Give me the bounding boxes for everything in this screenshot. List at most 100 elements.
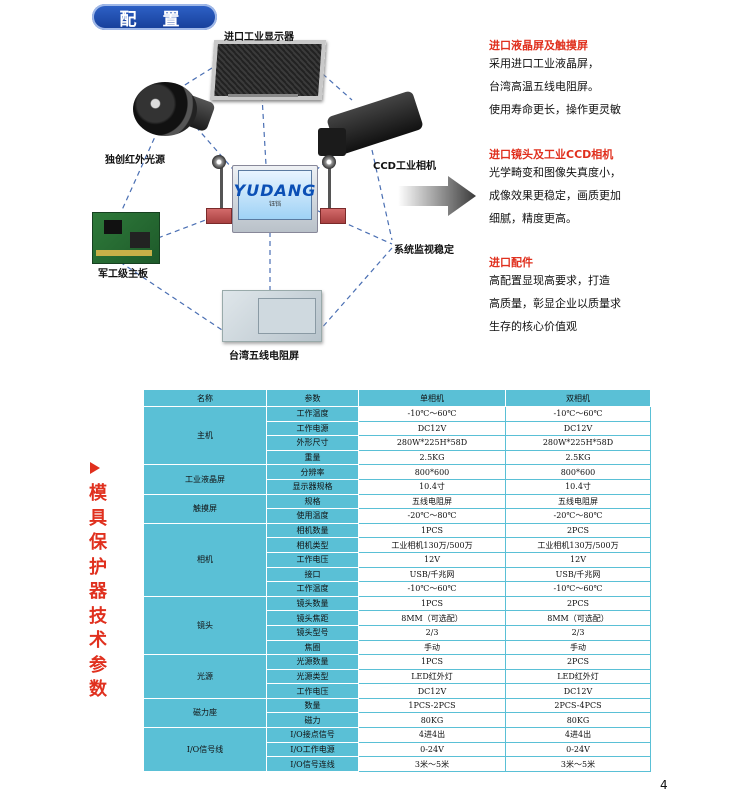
feature-line: 采用进口工业液晶屏， [489, 57, 599, 70]
section-title-pill: 配 置 [92, 4, 217, 30]
single-cell: 2.5KG [358, 449, 506, 466]
single-cell: -20℃～80℃ [358, 508, 506, 524]
double-cell: -10℃～60℃ [505, 581, 651, 597]
group-name-cell: I/O信号线 [143, 727, 267, 772]
lamp-head-right [322, 155, 336, 169]
feature-line: 台湾高温五线电阻屏。 [489, 80, 599, 93]
double-cell: 4进4出 [505, 727, 651, 743]
single-cell: 0-24V [358, 741, 506, 758]
label-board: 军工级主板 [98, 269, 148, 280]
double-cell: -20℃～80℃ [505, 508, 651, 524]
table-row: 使用温度-20℃～80℃-20℃～80℃ [144, 508, 651, 524]
double-cell: 2PCS [505, 654, 651, 670]
group-name-cell: 光源 [143, 654, 267, 699]
page-number: 4 [660, 778, 668, 792]
header-param: 参数 [266, 389, 359, 407]
param-cell: 工作电压 [266, 683, 359, 699]
param-cell: 规格 [266, 493, 359, 510]
lamp-head-left [212, 155, 226, 169]
double-cell: 手动 [505, 639, 651, 656]
side-title-char: 具 [89, 507, 107, 529]
feature-line: 光学畸变和图像失真度小， [489, 166, 621, 179]
param-cell: 镜头型号 [266, 624, 359, 641]
single-cell: DC12V [358, 683, 506, 699]
single-cell: LED红外灯 [358, 668, 506, 685]
param-cell: 工作电源 [266, 420, 359, 437]
label-monitor: 进口工业显示器 [224, 32, 294, 43]
magnetic-base-right [320, 208, 346, 224]
double-cell: -10℃～60℃ [505, 406, 651, 422]
feature-line: 生存的核心价值观 [489, 320, 577, 333]
param-cell: 外形尺寸 [266, 435, 359, 451]
table-row: 相机类型工业相机130万/500万工业相机130万/500万 [144, 537, 651, 553]
side-title-char: 参 [89, 654, 107, 676]
side-title-arrow-icon [90, 462, 100, 474]
double-cell: 2/3 [505, 624, 651, 641]
ccd-camera-box [318, 128, 346, 156]
protector-screen: YUDANG 钰铛 [234, 170, 315, 220]
param-cell: 工作电压 [266, 551, 359, 568]
single-cell: 1PCS-2PCS [358, 697, 506, 714]
single-cell: 10.4寸 [358, 478, 506, 495]
feature-heading-lcd: 进口液晶屏及触摸屏 [489, 39, 588, 52]
single-cell: USB/千兆网 [358, 566, 506, 583]
table-row: 主机工作温度-10℃～60℃-10℃～60℃ [143, 405, 651, 466]
double-cell: 0-24V [505, 741, 651, 758]
param-cell: 分辨率 [266, 464, 359, 480]
single-cell: 1PCS [358, 654, 506, 670]
double-cell: 12V [505, 551, 651, 568]
label-monitor-system: 系统监视稳定 [394, 245, 454, 256]
mainboard-chip [104, 220, 122, 234]
single-cell: 2/3 [358, 624, 506, 641]
feature-heading-parts: 进口配件 [489, 256, 533, 269]
single-cell: 12V [358, 551, 506, 568]
feature-line: 成像效果更稳定，画质更加 [489, 189, 621, 202]
group-name-cell: 工业液晶屏 [143, 464, 267, 495]
param-cell: 光源类型 [266, 668, 359, 685]
table-row: 触摸屏规格五线电阻屏五线电阻屏 [143, 493, 651, 524]
mainboard-chip [130, 232, 150, 248]
param-cell: I/O信号连线 [266, 756, 359, 772]
param-cell: 焦圈 [266, 639, 359, 656]
param-cell: I/O接点信号 [266, 727, 359, 743]
double-cell: 五线电阻屏 [505, 493, 651, 510]
feature-line: 使用寿命更长，操作更灵敏 [489, 103, 621, 116]
double-cell: 工业相机130万/500万 [505, 537, 651, 553]
double-cell: USB/千兆网 [505, 566, 651, 583]
group-name-cell: 主机 [143, 405, 267, 466]
group-name-cell: 镜头 [143, 595, 267, 656]
double-cell: 3米～5米 [505, 756, 651, 772]
double-cell: 10.4寸 [505, 478, 651, 495]
group-name-cell: 触摸屏 [143, 493, 267, 524]
single-cell: DC12V [358, 420, 506, 437]
label-touch: 台湾五线电阻屏 [229, 351, 299, 362]
side-title-text: 模具保护器技术参数 [86, 482, 110, 703]
param-cell: 镜头焦距 [266, 610, 359, 626]
param-cell: 相机类型 [266, 537, 359, 553]
double-cell: DC12V [505, 683, 651, 699]
side-title: 模具保护器技术参数 [86, 482, 110, 703]
single-cell: 工业相机130万/500万 [358, 537, 506, 553]
single-cell: 4进4出 [358, 727, 506, 743]
header-double: 双相机 [505, 389, 651, 407]
group-name-cell: 磁力座 [143, 697, 267, 729]
side-title-char: 术 [89, 630, 107, 651]
single-cell: 1PCS [358, 595, 506, 612]
double-cell: 280W*225H*58D [505, 435, 651, 451]
group-name-cell: 相机 [143, 522, 267, 597]
single-cell: -10℃～60℃ [358, 581, 506, 597]
side-title-char: 器 [89, 581, 107, 602]
monitor-stand [228, 94, 298, 97]
side-title-char: 数 [89, 679, 107, 700]
single-cell: 3米～5米 [358, 756, 506, 772]
